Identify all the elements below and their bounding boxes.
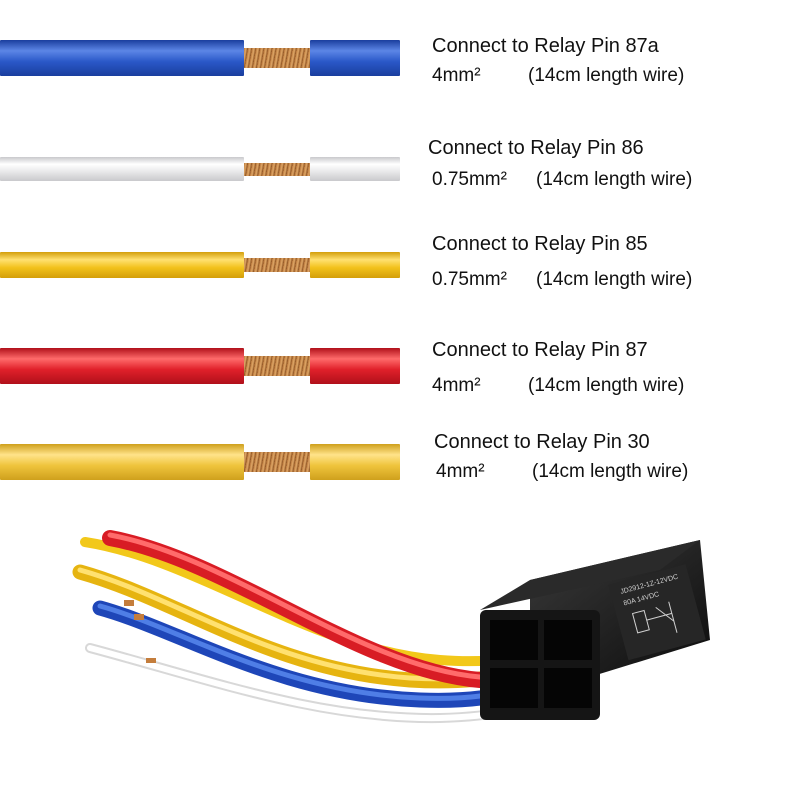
wire-spec: 4mm² (14cm length wire) [432, 375, 684, 396]
wire-spec: 0.75mm² (14cm length wire) [432, 169, 692, 190]
wire-spec-row: Connect to Relay Pin 30 4mm² (14cm length … [0, 0, 800, 481]
pin-label: Connect to Relay Pin 87a [432, 35, 659, 57]
wire-87-sample [0, 348, 400, 384]
wire-insulation [310, 348, 400, 384]
wire-insulation [0, 157, 244, 181]
pin-label: Connect to Relay Pin 85 [432, 233, 648, 255]
wire-spec: 0.75mm² (14cm length wire) [432, 269, 692, 290]
wire-insulation [310, 157, 400, 181]
wire-gauge: 0.75mm² [432, 269, 507, 290]
copper-strands [244, 258, 310, 272]
relay-schematic-icon [631, 601, 678, 634]
copper-strands [244, 356, 310, 376]
copper-strands [244, 163, 310, 176]
wire-gauge: 4mm² [436, 461, 485, 482]
copper-tip [134, 614, 144, 620]
copper-strands [244, 48, 310, 68]
wire-spec-row: Connect to Relay Pin 85 0.75mm² (14cm leng… [0, 0, 800, 289]
pin-label: Connect to Relay Pin 86 [428, 137, 644, 159]
wire-gauge: 4mm² [432, 65, 481, 86]
wire-gauge: 0.75mm² [432, 169, 507, 190]
wire-87a-sample [0, 40, 400, 76]
wire-insulation [0, 252, 244, 278]
copper-strands [244, 452, 310, 472]
wire-spec-row: Connect to Relay Pin 87 4mm² (14cm length … [0, 0, 800, 395]
wire-spec: 4mm² (14cm length wire) [436, 461, 688, 482]
wire-length: (14cm length wire) [528, 375, 685, 396]
copper-tip [146, 658, 156, 663]
pin-label: Connect to Relay Pin 30 [434, 431, 650, 453]
wire-spec: 4mm² (14cm length wire) [432, 65, 684, 86]
wire-spec-row: Connect to Relay Pin 87a 4mm² (14cm length… [0, 0, 800, 100]
wire-length: (14cm length wire) [532, 461, 689, 482]
wire-insulation [0, 348, 244, 384]
wire-gauge: 4mm² [432, 375, 481, 396]
relay-marking: JD2912-1Z-12VDC 80A 14VDC [608, 564, 706, 661]
relay-socket-photo: JD2912-1Z-12VDC 80A 14VDC [72, 530, 710, 724]
copper-tip [124, 600, 134, 606]
wire-85-sample [0, 252, 400, 278]
wire-insulation [310, 444, 400, 480]
wire-insulation [0, 444, 244, 480]
wire-insulation [310, 40, 400, 76]
pin-label: Connect to Relay Pin 87 [432, 339, 648, 361]
wire-length: (14cm length wire) [536, 169, 693, 190]
wire-insulation [310, 252, 400, 278]
wire-30-sample [0, 444, 400, 480]
wire-insulation [0, 40, 244, 76]
wire-spec-row: Connect to Relay Pin 86 0.75mm² (14cm leng… [0, 0, 800, 189]
wire-length: (14cm length wire) [536, 269, 693, 290]
wire-86-sample [0, 157, 400, 181]
wire-length: (14cm length wire) [528, 65, 685, 86]
